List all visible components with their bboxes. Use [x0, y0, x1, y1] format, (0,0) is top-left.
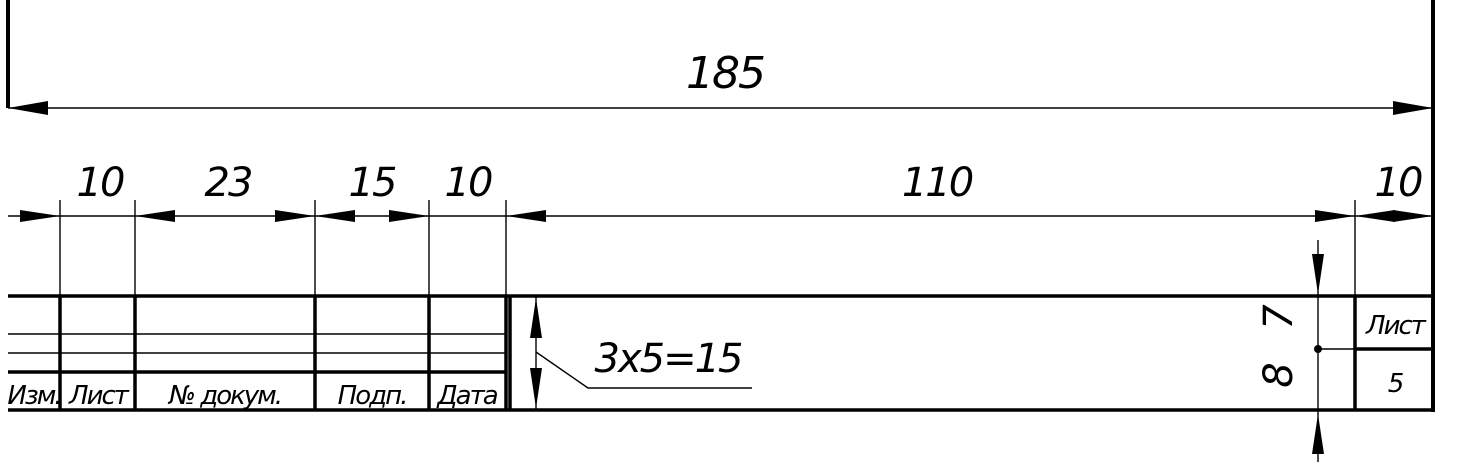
header-dokum: № докум.: [167, 381, 281, 411]
arrow-right-icon: [20, 210, 60, 222]
rows-dimension-label: 3x5=15: [595, 336, 743, 382]
arrow-up-icon: [530, 298, 542, 338]
arrow-left-icon: [8, 101, 48, 115]
dim-podp-label: 15: [349, 160, 396, 206]
arrow-down-icon: [530, 368, 542, 408]
arrow-right-icon: [1393, 101, 1433, 115]
header-podp: Подп.: [338, 381, 407, 411]
overall-dimension: 185: [8, 48, 1433, 115]
header-list: Лист: [68, 381, 130, 411]
arrow-left-icon: [135, 210, 175, 222]
arrow-left-icon: [506, 210, 546, 222]
column-dimensions: 10 23 15 10 110 10: [8, 160, 1433, 222]
arrow-right-icon: [1315, 210, 1355, 222]
header-data: Дата: [436, 381, 497, 411]
list-row-dimension: 7 8: [1256, 240, 1355, 462]
list-row-bottom-label: 8: [1256, 364, 1302, 388]
sheet-label: Лист: [1365, 311, 1427, 341]
dim-izm-label: 10: [77, 160, 124, 206]
header-izm: Изм.: [7, 381, 60, 411]
dim-main-label: 110: [902, 160, 973, 206]
list-row-top-label: 7: [1256, 304, 1302, 330]
dim-data-label: 10: [445, 160, 492, 206]
dim-dokum-label: 23: [205, 160, 252, 206]
overall-dimension-label: 185: [686, 48, 764, 99]
arrow-up-icon: [1312, 414, 1324, 454]
dim-list-label: 10: [1375, 160, 1422, 206]
arrow-right-icon: [1393, 210, 1433, 222]
sheet-number: 5: [1388, 369, 1404, 399]
extension-lines: [59, 200, 1356, 296]
arrow-down-icon: [1312, 254, 1324, 294]
arrow-right-icon: [389, 210, 429, 222]
arrow-left-icon: [315, 210, 355, 222]
title-block-table: Изм. Лист № докум. Подп. Дата Лист 5: [7, 294, 1433, 412]
arrow-right-icon: [275, 210, 315, 222]
arrow-left-icon: [1355, 210, 1395, 222]
rows-dimension: 3x5=15: [530, 296, 752, 410]
